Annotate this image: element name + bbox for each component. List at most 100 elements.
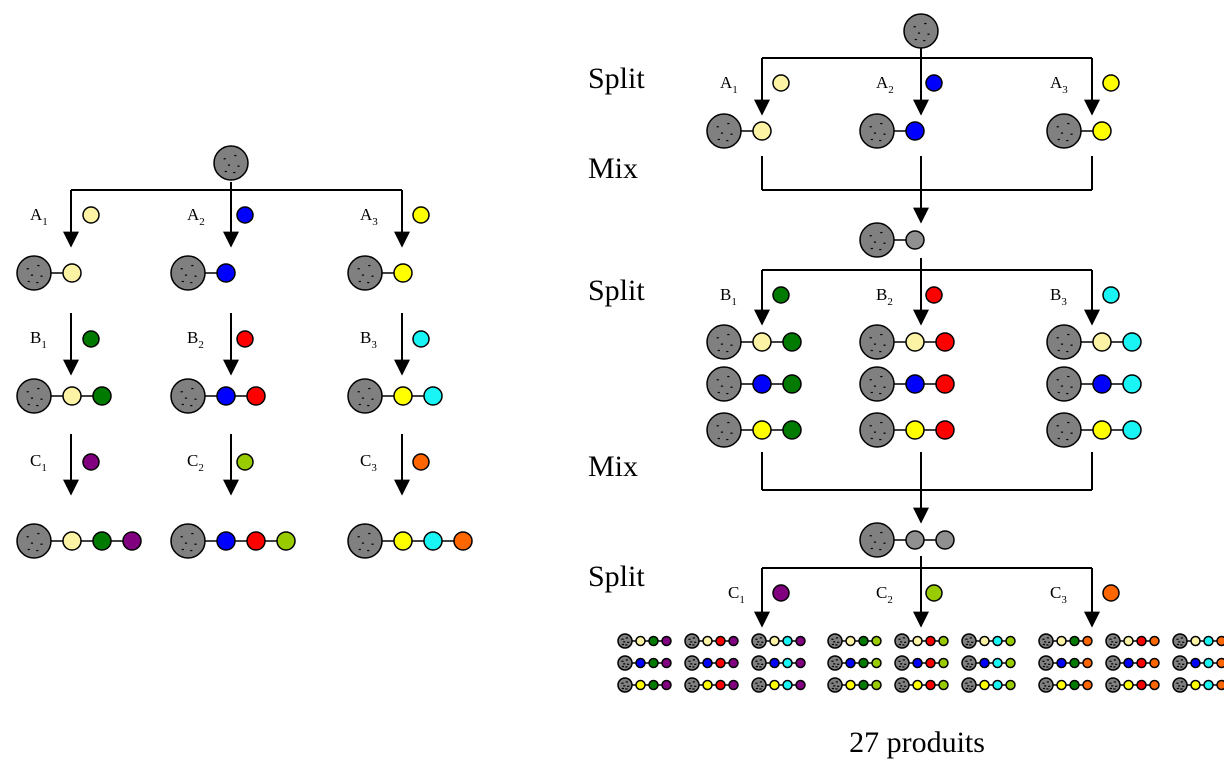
stage-label-mix-2: Mix — [588, 450, 638, 483]
monomer-bead — [702, 635, 713, 647]
left-beads — [16, 206, 473, 559]
reagent-label-B3: B3 — [360, 328, 377, 351]
resin-bead — [1172, 655, 1188, 671]
stage-label-mix-1: Mix — [588, 152, 638, 185]
monomer-bead — [276, 531, 296, 551]
resin-chain — [1172, 655, 1224, 671]
resin-chain — [170, 378, 266, 414]
resin-bead — [859, 522, 895, 558]
monomer-bead — [752, 332, 772, 352]
monomer-bead — [1190, 657, 1201, 669]
monomer-bead — [453, 531, 473, 551]
reagent-label-C3: C3 — [1050, 583, 1067, 606]
monomer-bead — [925, 679, 936, 691]
resin-bead — [1046, 324, 1082, 360]
monomer-bead — [122, 531, 142, 551]
resin-bead — [213, 145, 249, 181]
resin-bead — [859, 412, 895, 448]
monomer-bead — [938, 679, 949, 691]
monomer-bead — [62, 386, 82, 406]
monomer-bead — [1136, 679, 1147, 691]
monomer-bead — [935, 332, 955, 352]
monomer-bead — [795, 657, 806, 669]
resin-chain — [1105, 655, 1160, 671]
monomer-bead — [661, 679, 672, 691]
reagent-bead — [925, 74, 943, 92]
resin-chain — [859, 113, 925, 149]
resin-chain — [1172, 633, 1224, 649]
monomer-bead — [782, 657, 793, 669]
resin-bead — [706, 366, 742, 402]
monomer-bead — [782, 374, 802, 394]
resin-chain — [706, 324, 802, 360]
monomer-bead — [992, 635, 1003, 647]
monomer-bead — [635, 679, 646, 691]
resin-bead — [961, 633, 977, 649]
reagent-label-B1: B1 — [720, 285, 737, 308]
stage-label-split-1: Split — [588, 62, 645, 95]
monomer-bead — [858, 679, 869, 691]
resin-bead — [1038, 655, 1054, 671]
resin-chain — [751, 677, 806, 693]
reagent-bead — [82, 206, 100, 224]
monomer-bead — [393, 531, 413, 551]
monomer-bead — [1005, 635, 1016, 647]
monomer-bead — [1203, 679, 1214, 691]
resin-chain — [827, 677, 882, 693]
resin-chain — [961, 633, 1016, 649]
branch-lines — [63, 182, 410, 496]
resin-chain — [347, 523, 473, 559]
split-mix-scheme: Split Mix Split Mix Split — [588, 13, 1224, 759]
monomer-bead — [938, 635, 949, 647]
resin-bead — [1105, 633, 1121, 649]
resin-chain — [706, 113, 772, 149]
monomer-bead — [1005, 679, 1016, 691]
resin-chain — [16, 523, 142, 559]
monomer-bead — [216, 386, 236, 406]
monomer-bead — [216, 531, 236, 551]
monomer-bead — [1136, 657, 1147, 669]
resin-chain — [684, 677, 739, 693]
right-reagent-labels: A1 A2 A3 B1 B2 B3 C1 C2 C3 — [720, 73, 1068, 606]
monomer-bead — [1069, 635, 1080, 647]
resin-bead — [859, 324, 895, 360]
resin-bead — [1172, 633, 1188, 649]
resin-bead — [751, 655, 767, 671]
resin-bead — [827, 633, 843, 649]
monomer-bead — [648, 635, 659, 647]
right-beads — [617, 13, 1224, 693]
reagent-bead — [236, 330, 254, 348]
monomer-bead — [1122, 332, 1142, 352]
resin-bead — [684, 677, 700, 693]
monomer-bead — [1203, 657, 1214, 669]
monomer-bead — [1092, 374, 1112, 394]
resin-bead — [1046, 366, 1082, 402]
split-mix-lines — [754, 46, 1100, 628]
monomer-bead — [728, 657, 739, 669]
resin-bead — [1172, 677, 1188, 693]
monomer-bead — [1092, 121, 1112, 141]
monomer-bead — [992, 679, 1003, 691]
resin-chain — [827, 633, 882, 649]
monomer-bead — [795, 679, 806, 691]
resin-chain — [961, 677, 1016, 693]
reagent-label-B3: B3 — [1050, 285, 1067, 308]
monomer-bead — [393, 263, 413, 283]
monomer-bead — [246, 386, 266, 406]
monomer-bead — [1056, 657, 1067, 669]
reagent-bead — [1102, 74, 1120, 92]
resin-bead — [16, 523, 52, 559]
resin-chain — [1172, 677, 1224, 693]
resin-chain — [859, 412, 955, 448]
monomer-bead — [1092, 332, 1112, 352]
monomer-bead — [635, 657, 646, 669]
resin-bead — [706, 113, 742, 149]
monomer-bead — [845, 679, 856, 691]
monomer-bead — [1123, 635, 1134, 647]
reagent-label-B2: B2 — [876, 285, 893, 308]
monomer-bead — [1069, 657, 1080, 669]
resin-bead — [1038, 633, 1054, 649]
resin-bead — [347, 255, 383, 291]
resin-chain — [347, 378, 443, 414]
monomer-bead — [858, 657, 869, 669]
